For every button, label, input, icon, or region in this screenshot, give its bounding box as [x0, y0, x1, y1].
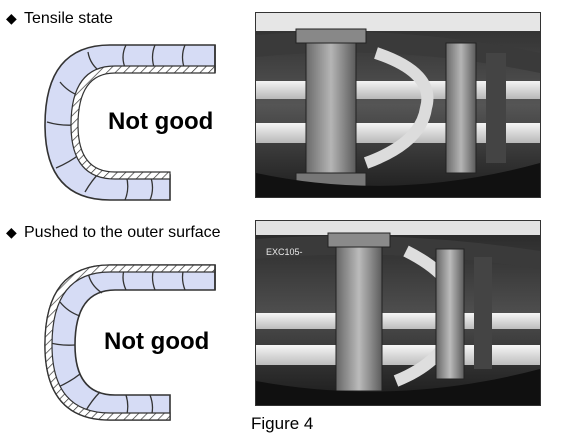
- photo-brand-label: EXC105-: [266, 247, 303, 257]
- cable-carrier-photo-1: [256, 13, 540, 197]
- cable-carrier-diagram-pushed: [44, 264, 216, 421]
- pushed-outer-diagram: Not good: [30, 250, 230, 440]
- cable-hatched: [70, 65, 216, 180]
- tensile-state-photo: [255, 12, 541, 198]
- panel-2-verdict: Not good: [104, 328, 210, 355]
- panel-1-heading-text: Tensile state: [24, 10, 113, 27]
- tensile-state-diagram: Not good: [30, 30, 230, 220]
- panel-2-heading-text: Pushed to the outer surface: [24, 224, 221, 241]
- panel-1-heading: ◆ Tensile state: [6, 8, 113, 29]
- diamond-bullet-icon: ◆: [6, 10, 17, 26]
- diamond-bullet-icon: ◆: [6, 224, 17, 240]
- pushed-outer-photo: EXC105-: [255, 220, 541, 406]
- cable-carrier-photo-2: EXC105-: [256, 221, 540, 405]
- panel-2-heading: ◆ Pushed to the outer surface: [6, 222, 221, 243]
- cable-hatched: [44, 264, 216, 421]
- cable-carrier-diagram-tensile: [44, 44, 216, 201]
- figure-caption: Figure 4: [251, 414, 314, 433]
- panel-1-verdict: Not good: [108, 108, 214, 135]
